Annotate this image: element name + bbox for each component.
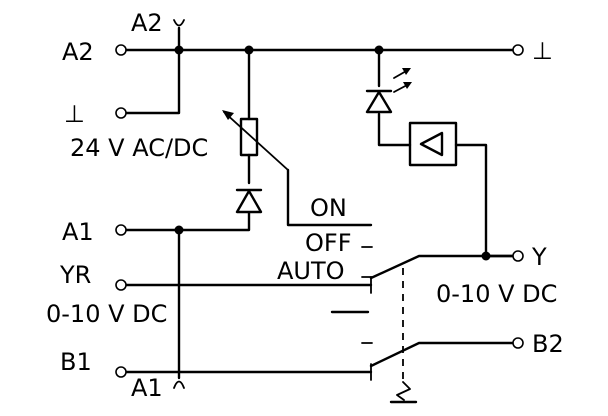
a1-bottom-connector-icon bbox=[173, 380, 185, 389]
spring-return-symbol bbox=[396, 381, 411, 401]
label-a2-top: A2 bbox=[131, 9, 163, 37]
led-to-amp-wire bbox=[377, 112, 412, 147]
terminal-b1 bbox=[115, 366, 127, 378]
label-switch-off: OFF bbox=[305, 229, 352, 257]
variable-arrow-line bbox=[223, 111, 289, 171]
label-b2: B2 bbox=[532, 330, 564, 358]
label-switch-on: ON bbox=[310, 194, 347, 222]
terminal-a2-left bbox=[115, 44, 127, 56]
coil-bottom-wire bbox=[124, 211, 251, 232]
label-yr: YR bbox=[59, 261, 91, 289]
switch-contacts bbox=[330, 246, 418, 404]
junction-a2-bus bbox=[174, 45, 184, 55]
label-ground-left: ⊥ bbox=[64, 100, 85, 128]
led-triangle bbox=[365, 90, 393, 114]
terminal-a1-left bbox=[115, 224, 127, 236]
terminal-b2 bbox=[512, 337, 524, 349]
switch-link-wire bbox=[286, 168, 373, 227]
amplifier-triangle bbox=[419, 131, 444, 157]
labels: A2 A2 ⊥ 24 V AC/DC A1 YR 0-10 V DC B1 A1… bbox=[46, 9, 564, 402]
label-supply-voltage: 24 V AC/DC bbox=[70, 134, 208, 162]
junction-a1 bbox=[174, 225, 184, 235]
coil-diode bbox=[235, 188, 263, 214]
variable-arrow-head bbox=[222, 110, 234, 120]
junction-y bbox=[481, 251, 491, 261]
relay-coil bbox=[239, 117, 259, 157]
light-ray-2-head bbox=[403, 82, 412, 89]
label-yr-range: 0-10 V DC bbox=[46, 300, 167, 328]
label-a2-left: A2 bbox=[62, 38, 94, 66]
a2-to-ground-wire bbox=[124, 48, 181, 115]
junction-led-bus bbox=[374, 45, 384, 55]
terminal-yr bbox=[115, 279, 127, 291]
amplifier-box bbox=[408, 121, 458, 167]
terminal-y bbox=[512, 250, 524, 262]
terminal-ground-left bbox=[115, 107, 127, 119]
amplifier bbox=[408, 121, 458, 167]
junction-coil-bus bbox=[244, 45, 254, 55]
label-b1: B1 bbox=[60, 348, 92, 376]
label-y: Y bbox=[531, 243, 547, 271]
label-y-range: 0-10 V DC bbox=[436, 280, 557, 308]
label-switch-auto: AUTO bbox=[277, 257, 345, 285]
label-a1-bottom: A1 bbox=[131, 374, 163, 402]
label-a1-left: A1 bbox=[62, 218, 94, 246]
label-ground-right: ⊥ bbox=[532, 37, 553, 65]
terminal-ground-right bbox=[512, 44, 524, 56]
light-ray-1-head bbox=[402, 68, 411, 75]
coil-diode-triangle bbox=[235, 189, 263, 214]
junctions bbox=[174, 45, 491, 261]
auto-contact-arm bbox=[369, 254, 515, 280]
status-led bbox=[365, 68, 412, 114]
amp-to-y-wire bbox=[454, 143, 515, 258]
b2-contact-arm bbox=[369, 341, 515, 368]
a2-top-connector-icon bbox=[173, 19, 185, 27]
terminals bbox=[115, 44, 524, 378]
coil-resistor bbox=[222, 110, 289, 171]
